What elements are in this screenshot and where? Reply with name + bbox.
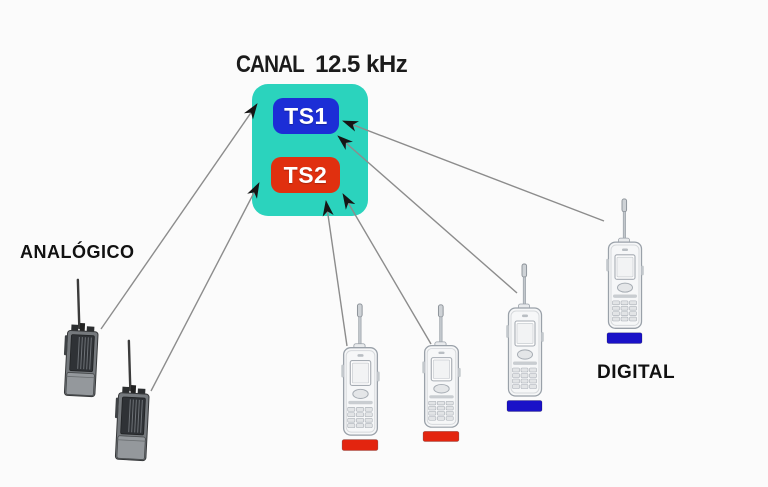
- arrow-analog-radio-1-to-TS1: [100, 103, 258, 330]
- analog-radio-1: [56, 278, 104, 400]
- analog-radio-2: [107, 339, 155, 464]
- digital-group-label: DIGITAL: [597, 362, 676, 383]
- channel-title-word: CANAL: [236, 51, 305, 78]
- arrow-analog-radio-2-to-TS2: [150, 182, 260, 392]
- digital-radio-3: [502, 262, 548, 412]
- arrow-digital-radio-4-to-TS1: [342, 120, 605, 222]
- digital-radio-1: [337, 302, 384, 451]
- timeslot-bar: [506, 400, 543, 412]
- channel-title: CANAL 12.5 kHz: [236, 51, 408, 79]
- timeslot-bar: [422, 430, 460, 442]
- channel-bandwidth: 12.5 kHz: [315, 51, 408, 78]
- analog-group-label: ANALÓGICO: [20, 242, 135, 262]
- digital-radio-2: [418, 303, 465, 442]
- arrow-digital-radio-3-to-TS1: [337, 135, 518, 294]
- arrow-digital-radio-2-to-TS2: [342, 193, 432, 345]
- timeslot-ts1: TS1: [273, 98, 339, 134]
- digital-radio-4: [602, 197, 648, 344]
- timeslot-bar: [606, 332, 643, 344]
- timeslot-ts2: TS2: [271, 157, 340, 193]
- timeslot-bar: [341, 439, 379, 451]
- arrow-digital-radio-1-to-TS2: [322, 200, 348, 347]
